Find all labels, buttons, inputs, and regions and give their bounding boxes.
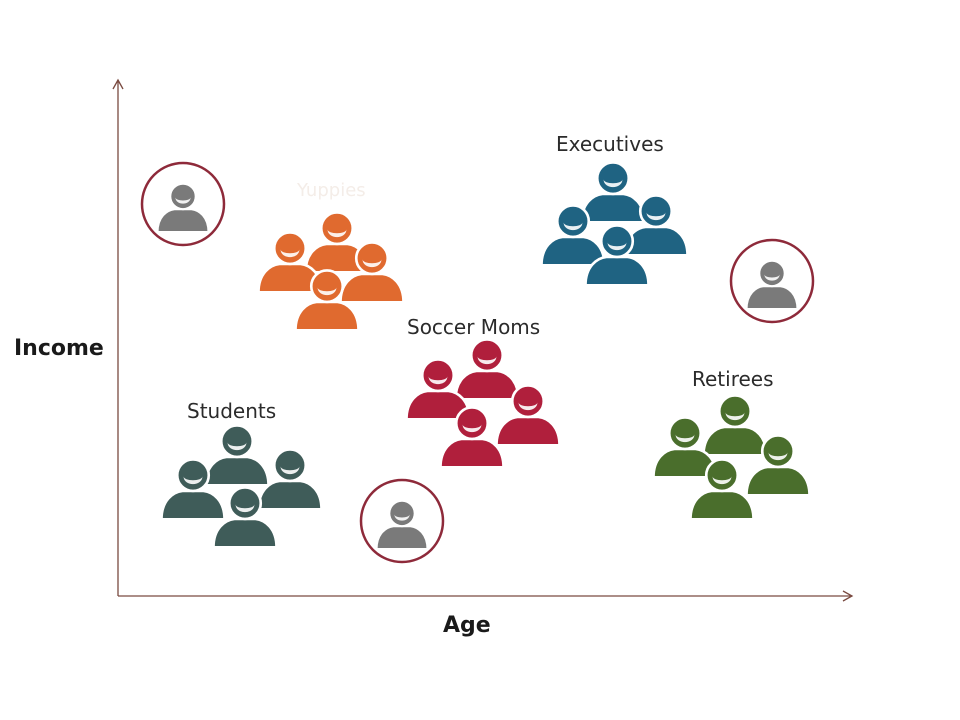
retirees-person-icon-3	[745, 434, 811, 497]
executives-person-icon-1	[580, 161, 646, 224]
cluster-yuppies	[257, 211, 405, 332]
outlier-2	[729, 238, 815, 324]
outlier-1	[140, 161, 226, 247]
cluster-students	[160, 424, 323, 549]
students-person-icon-2	[160, 458, 226, 521]
person-icon	[745, 259, 799, 311]
executives-person-icon-4	[584, 224, 650, 287]
soccer-person-icon-4	[439, 406, 505, 469]
yuppies-person-icon-4	[294, 269, 360, 332]
cluster-label-students: Students	[187, 399, 277, 423]
y-axis-label: Income	[14, 336, 104, 361]
students-person-icon-1	[204, 424, 270, 487]
soccer-person-icon-3	[495, 384, 561, 447]
outlier-3	[359, 478, 445, 564]
students-person-icon-3	[257, 448, 323, 511]
x-axis-label: Age	[443, 613, 491, 638]
cluster-label-retirees: Retirees	[692, 367, 774, 391]
cluster-label-soccer-moms: Soccer Moms	[407, 315, 541, 339]
cluster-soccer	[405, 338, 561, 469]
retirees-person-icon-1	[702, 394, 768, 457]
executives-person-icon-2	[540, 204, 606, 267]
cluster-label-yuppies: Yuppies	[297, 180, 366, 201]
person-icon	[156, 182, 210, 234]
retirees-person-icon-4	[689, 458, 755, 521]
cluster-retirees	[652, 394, 811, 521]
soccer-person-icon-2	[405, 358, 471, 421]
students-person-icon-4	[212, 486, 278, 549]
executives-person-icon-3	[623, 194, 689, 257]
cluster-label-executives: Executives	[556, 132, 664, 156]
soccer-person-icon-1	[454, 338, 520, 401]
yuppies-person-icon-2	[257, 231, 323, 294]
cluster-executives	[540, 161, 689, 287]
retirees-person-icon-2	[652, 416, 718, 479]
person-icon	[375, 499, 429, 551]
